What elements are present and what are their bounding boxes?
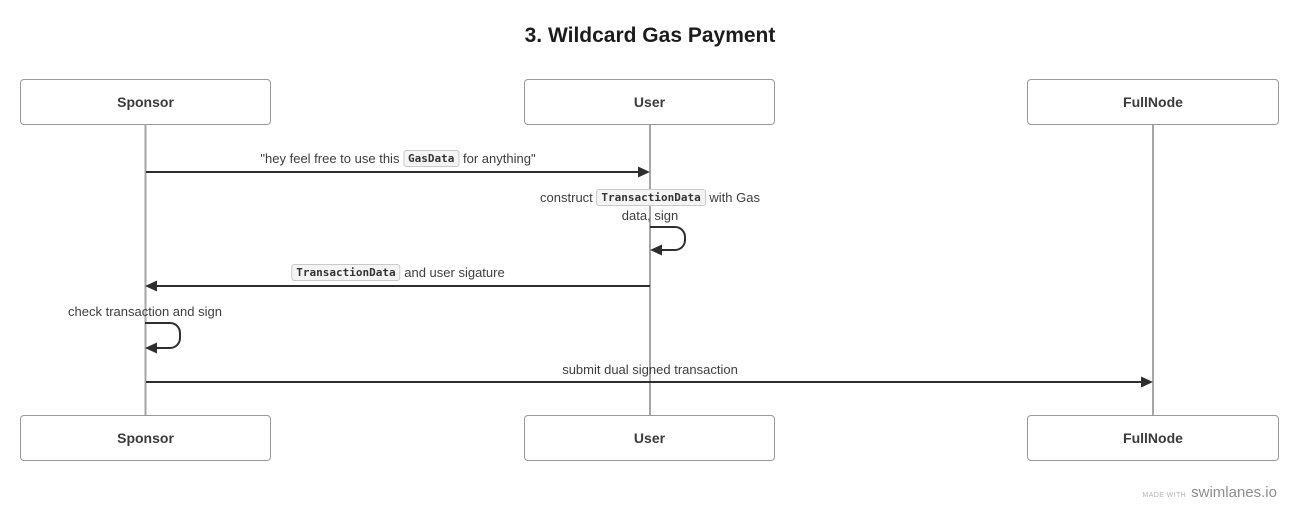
arrow-check-sign-loop — [145, 322, 181, 349]
actor-box-sponsor-bottom: Sponsor — [20, 415, 271, 461]
watermark-brand-link[interactable]: swimlanes.io — [1191, 484, 1277, 501]
message-label-gas-offer: "hey feel free to use this GasData for a… — [260, 150, 536, 168]
actor-box-user-bottom: User — [524, 415, 775, 461]
actor-box-user-top: User — [524, 79, 775, 125]
message-text: data, sign — [621, 208, 679, 223]
message-text: and user sigature — [400, 265, 505, 280]
message-text: submit dual signed transaction — [562, 362, 738, 377]
message-text: with Gas — [705, 190, 760, 205]
message-label-construct-tx: construct TransactionData with Gas data,… — [540, 189, 760, 225]
code-chip-transactiondata: TransactionData — [596, 189, 706, 206]
arrow-construct-tx-loop — [650, 226, 686, 251]
watermark-made-with: made with — [1142, 492, 1187, 499]
arrow-check-sign-head — [145, 342, 157, 354]
message-text: check transaction and sign — [68, 304, 222, 319]
message-label-submit-tx: submit dual signed transaction — [562, 361, 738, 379]
message-label-check-sign: check transaction and sign — [68, 303, 222, 321]
message-label-return-tx: TransactionData and user sigature — [291, 264, 505, 282]
arrow-submit-tx-head — [1141, 376, 1153, 388]
arrow-construct-tx-head — [650, 244, 662, 256]
actor-label-user-top: User — [633, 94, 666, 110]
actor-label-sponsor-top: Sponsor — [117, 94, 174, 110]
watermark: made with swimlanes.io — [1142, 484, 1277, 501]
diagram-title: 3. Wildcard Gas Payment — [524, 24, 776, 47]
actor-label-fullnode-bottom: FullNode — [1123, 430, 1183, 446]
actor-label-sponsor-bottom: Sponsor — [117, 430, 174, 446]
message-text: construct — [540, 190, 597, 205]
message-text: for anything" — [459, 151, 536, 166]
actor-box-sponsor-top: Sponsor — [20, 79, 271, 125]
actor-box-fullnode-top: FullNode — [1027, 79, 1279, 125]
arrow-return-tx-head — [145, 280, 157, 292]
code-chip-gasdata: GasData — [403, 150, 460, 167]
actor-label-user-bottom: User — [633, 430, 666, 446]
message-text: "hey feel free to use this — [260, 151, 404, 166]
arrow-gas-offer-head — [638, 166, 650, 178]
actor-box-fullnode-bottom: FullNode — [1027, 415, 1279, 461]
actor-label-fullnode-top: FullNode — [1123, 94, 1183, 110]
code-chip-transactiondata: TransactionData — [291, 264, 401, 281]
